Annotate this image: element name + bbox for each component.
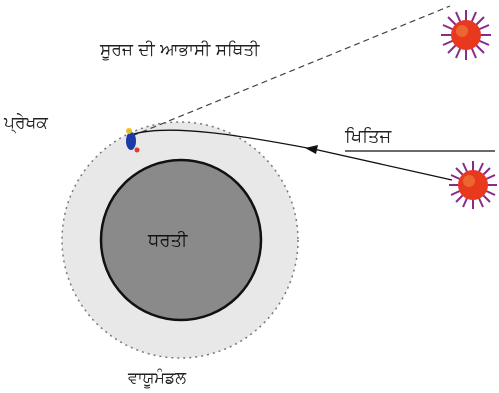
actual-sun-icon [449, 161, 497, 209]
apparent-sun-position-label: ਸੂਰਜ ਦੀ ਆਭਾਸੀ ਸਥਿਤੀ [100, 40, 259, 60]
atmosphere-label: ਵਾਯੂਮੰਡਲ [128, 368, 186, 388]
earth-label: ਧਰਤੀ [148, 230, 187, 251]
apparent-sun-icon [441, 10, 491, 60]
horizon-label: ਖਿਤਿਜ [345, 126, 391, 147]
observer-label: ਪ੍ਰੇਖਕ [4, 113, 48, 133]
apparent-line-of-sight [132, 6, 450, 136]
light-direction-arrow [305, 145, 318, 154]
